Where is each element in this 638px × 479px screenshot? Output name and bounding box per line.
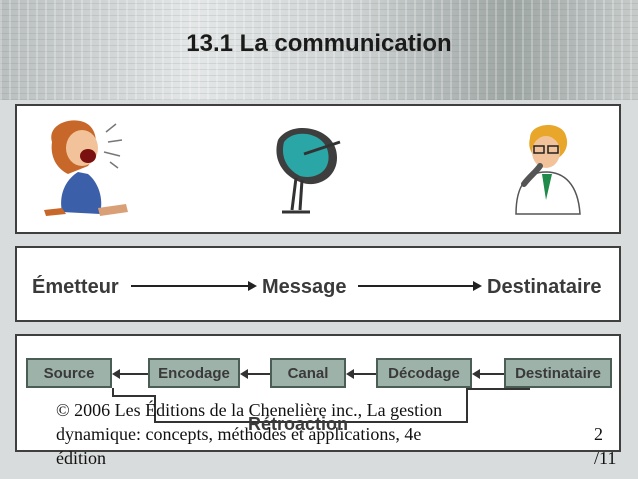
process-panel xyxy=(15,334,621,452)
thinking-man-icon xyxy=(515,124,581,215)
message-label: Message xyxy=(262,276,347,298)
step-source: Source xyxy=(26,358,112,388)
feedback-line-bottom-left xyxy=(112,395,156,397)
step-arrow-1 xyxy=(112,369,148,379)
feedback-line-right xyxy=(466,388,468,423)
page-number: 2 /11 xyxy=(594,422,624,470)
feedback-line-top-right xyxy=(466,388,530,390)
feedback-line-down-left xyxy=(154,395,156,423)
flow-panel xyxy=(15,246,621,322)
page-number-current: 2 xyxy=(594,424,603,444)
receiver-label: Destinataire xyxy=(487,276,602,298)
flow-arrow-1 xyxy=(131,281,257,291)
copyright-line-2: dynamique: concepts, méthodes et applica… xyxy=(56,424,422,444)
feedback-line-base xyxy=(154,421,468,423)
step-encoding: Encodage xyxy=(148,358,240,388)
copyright-line-3: édition xyxy=(56,448,106,468)
sender-label: Émetteur xyxy=(32,276,119,298)
copyright-line-1: © 2006 Les Éditions de la Chenelière inc… xyxy=(56,400,443,420)
step-receiver: Destinataire xyxy=(504,358,612,388)
step-decoding: Décodage xyxy=(376,358,472,388)
feedback-label: Rétroaction xyxy=(248,414,349,434)
feedback-line-left xyxy=(112,388,114,396)
slide-title: 13.1 La communication xyxy=(186,30,452,57)
shouting-person-icon xyxy=(44,120,128,216)
step-arrow-3 xyxy=(346,369,376,379)
step-arrow-4 xyxy=(472,369,504,379)
step-channel: Canal xyxy=(270,358,346,388)
step-arrow-2 xyxy=(240,369,270,379)
flow-arrow-2 xyxy=(358,281,482,291)
copyright-notice: © 2006 Les Éditions de la Chenelière inc… xyxy=(56,398,526,470)
slide-header xyxy=(0,0,638,100)
page-number-total: /11 xyxy=(594,448,617,468)
satellite-dish-icon xyxy=(276,127,341,214)
